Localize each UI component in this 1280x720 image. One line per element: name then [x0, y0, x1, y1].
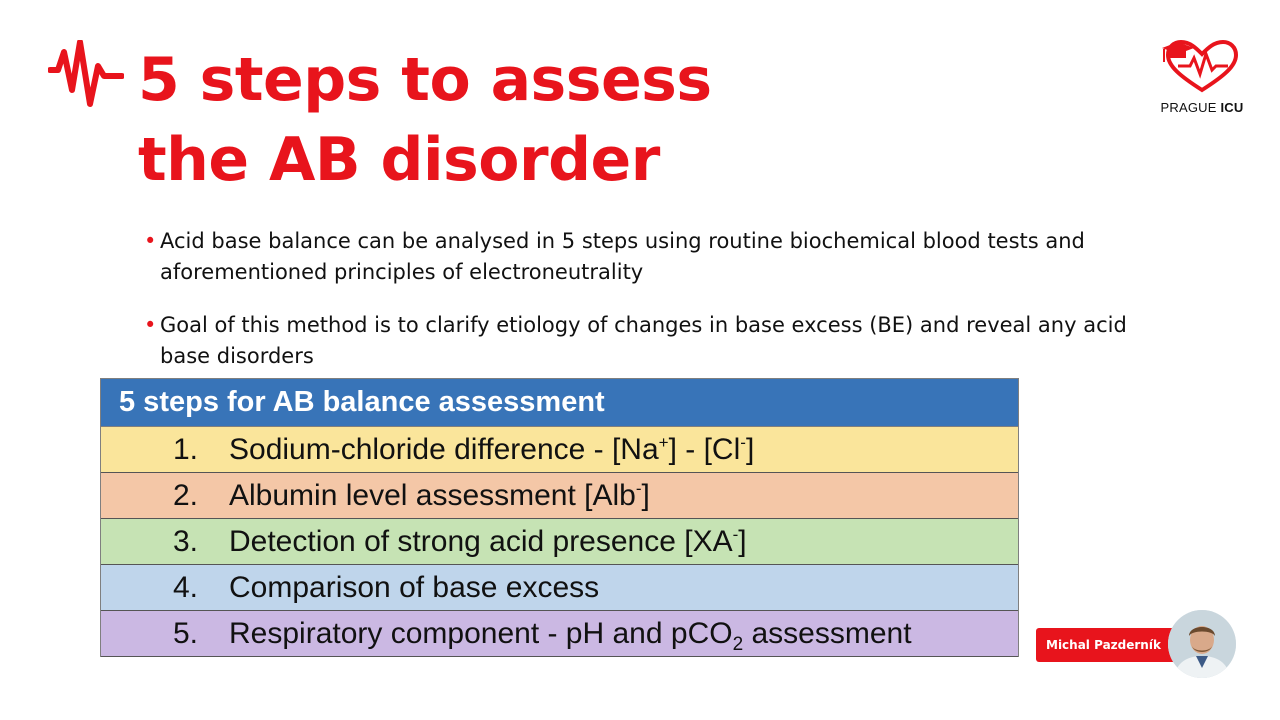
row-text-part: ] - [Cl	[668, 433, 741, 466]
row-text: Comparison of base excess	[229, 571, 600, 604]
logo-text: PRAGUE ICU	[1152, 100, 1252, 115]
row-subscript: 2	[732, 634, 744, 655]
row-superscript: -	[635, 479, 642, 498]
table-row: 2. Albumin level assessment [Alb-]	[101, 473, 1018, 519]
table-row: 3. Detection of strong acid presence [XA…	[101, 519, 1018, 565]
title-line-2: the AB disorder	[138, 125, 660, 195]
page-title: 5 steps to assess the AB disorder	[138, 40, 712, 200]
row-text-part: assessment	[743, 617, 912, 650]
row-text-part: Respiratory component - pH and pCO	[229, 617, 733, 650]
row-text: Detection of strong acid presence [XA-]	[229, 519, 747, 564]
bullet-dot-icon: •	[144, 313, 157, 337]
bullet-item: • Acid base balance can be analysed in 5…	[144, 226, 1144, 288]
row-text: Albumin level assessment [Alb-]	[229, 473, 650, 518]
row-text-part: ]	[745, 433, 755, 466]
row-text-part: Albumin level assessment [Alb	[229, 479, 636, 512]
heart-graduation-cap-icon	[1162, 39, 1239, 93]
row-text-part: ]	[641, 479, 650, 512]
row-number: 1.	[173, 433, 199, 466]
row-text: Respiratory component - pH and pCO2 asse…	[229, 611, 912, 656]
presenter-avatar	[1168, 610, 1236, 678]
table-row: 5. Respiratory component - pH and pCO2 a…	[101, 611, 1018, 657]
logo-text-regular: PRAGUE	[1160, 100, 1221, 115]
bullet-dot-icon: •	[144, 229, 157, 253]
table-header: 5 steps for AB balance assessment	[101, 379, 1018, 427]
row-text-part: Sodium-chloride difference - [Na	[229, 433, 659, 466]
row-text-part: Detection of strong acid presence [XA	[229, 525, 733, 558]
bullet-text: Goal of this method is to clarify etiolo…	[160, 313, 1127, 368]
steps-table: 5 steps for AB balance assessment 1. Sod…	[100, 378, 1019, 657]
avatar-person-icon	[1168, 610, 1236, 678]
row-number: 4.	[173, 571, 199, 604]
row-number: 5.	[173, 617, 199, 650]
bullet-list: • Acid base balance can be analysed in 5…	[144, 226, 1144, 394]
heartbeat-icon	[48, 40, 124, 107]
bullet-text: Acid base balance can be analysed in 5 s…	[160, 229, 1085, 284]
table-row: 4. Comparison of base excess	[101, 565, 1018, 611]
logo-text-bold: ICU	[1220, 100, 1244, 115]
table-row: 1. Sodium-chloride difference - [Na+] - …	[101, 427, 1018, 473]
title-line-1: 5 steps to assess	[138, 45, 712, 115]
row-number: 2.	[173, 479, 199, 512]
row-superscript: -	[740, 433, 746, 452]
row-superscript: -	[732, 525, 739, 544]
row-text-part: ]	[738, 525, 747, 558]
presenter-name-tag: Michal Pazderník	[1036, 628, 1186, 662]
bullet-item: • Goal of this method is to clarify etio…	[144, 310, 1144, 372]
prague-icu-logo: PRAGUE ICU	[1152, 38, 1252, 122]
row-number: 3.	[173, 525, 199, 558]
row-superscript: +	[658, 433, 669, 452]
row-text: Sodium-chloride difference - [Na+] - [Cl…	[229, 427, 754, 472]
